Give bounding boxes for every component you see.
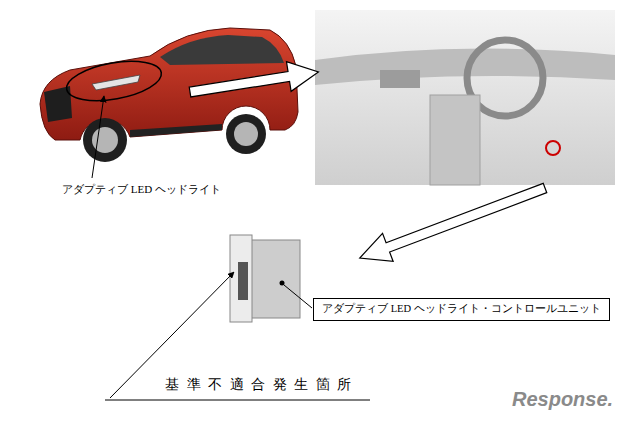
car-illustration: [40, 28, 298, 162]
watermark: Response.: [512, 388, 613, 411]
leader-arrow: [92, 96, 104, 178]
unit-body: [250, 240, 300, 318]
label-box: アダプティブ LED ヘッドライト・コントロールユニット: [313, 298, 610, 321]
leader-dot: [280, 281, 285, 286]
hollow-arrow: [354, 174, 550, 272]
center-console: [430, 95, 480, 185]
unit-connector: [238, 262, 248, 300]
label-text: アダプティブ LED ヘッドライト・コントロールユニット: [322, 303, 601, 316]
callout-label: 基 準 不 適 合 発 生 箇 所: [165, 376, 353, 394]
car-headlight: [92, 75, 140, 90]
car-wheel: [226, 114, 266, 154]
location-circle: [546, 141, 560, 155]
car-wheel: [83, 118, 127, 162]
hollow-arrow: [188, 57, 321, 107]
car-cladding: [130, 124, 222, 137]
car-rim: [234, 122, 258, 146]
dashboard-illustration: [315, 10, 615, 185]
part-label: アダプティブ LED ヘッドライト: [62, 182, 221, 197]
highlight-ellipse: [64, 55, 165, 107]
car-window: [160, 35, 284, 65]
unit-face: [230, 235, 252, 322]
dashboard-ground: [315, 10, 615, 185]
dashboard-vent: [380, 70, 420, 88]
leader-line: [284, 285, 312, 308]
underline: [105, 400, 370, 401]
control-unit-illustration: [230, 235, 300, 322]
